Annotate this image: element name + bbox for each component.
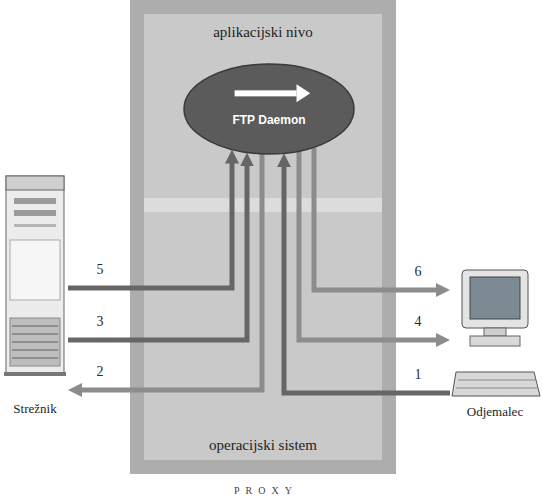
node-label: Strežnik — [13, 401, 56, 417]
proxy-panel: aplikacijski nivo operacijski sistem FTP D… — [130, 0, 396, 474]
layer-label: aplikacijski nivo — [213, 24, 313, 41]
step-number: 3 — [97, 314, 104, 330]
node-label: FTP Daemon — [232, 113, 305, 127]
node-label: Odjemalec — [467, 404, 523, 420]
flow-arrow — [314, 147, 440, 290]
server-symbol — [4, 176, 66, 376]
client-node: Odjemalec — [450, 266, 540, 420]
daemon-ellipse: FTP Daemon — [183, 63, 355, 155]
flow-arrow — [68, 160, 232, 288]
caption-label: PROXY — [228, 485, 298, 496]
client-computer-symbol — [452, 270, 540, 396]
step-number: 6 — [415, 264, 422, 280]
step-number: 5 — [97, 262, 104, 278]
step-number: 4 — [415, 314, 422, 330]
ellipse-outline — [183, 63, 355, 155]
step-number: 2 — [97, 364, 104, 380]
flow-arrow — [284, 163, 450, 393]
flow-arrow — [299, 151, 440, 340]
layer-label: operacijski sistem — [209, 437, 317, 454]
server-node: Strežnik — [2, 175, 68, 417]
step-number: 1 — [415, 367, 422, 383]
flow-arrow — [68, 162, 247, 340]
